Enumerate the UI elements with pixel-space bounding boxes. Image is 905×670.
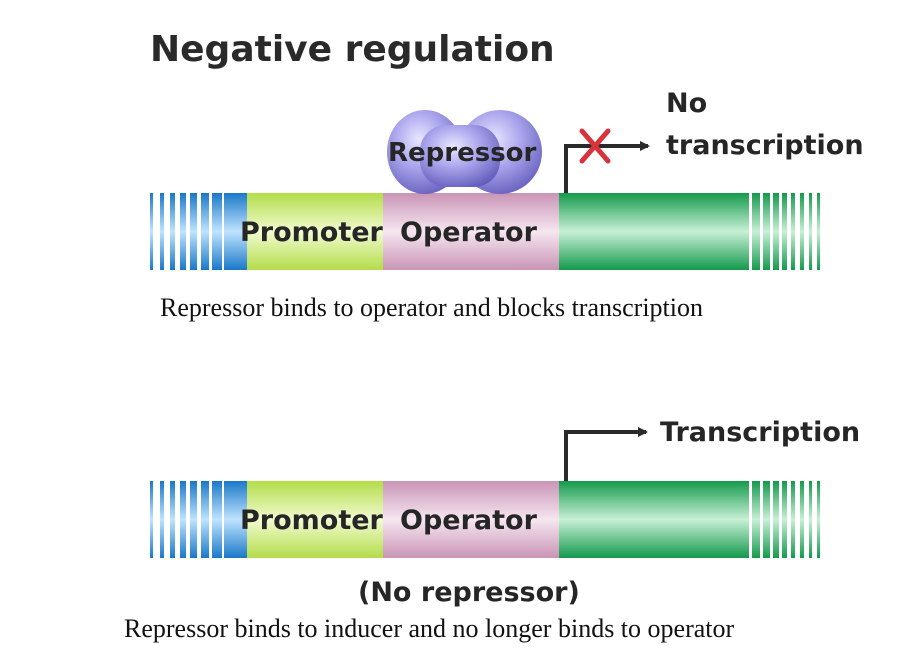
gene-segment (559, 193, 739, 270)
dna-left-stripes (150, 193, 247, 270)
promoter-segment (247, 193, 383, 270)
promoter-label: Promoter (240, 505, 384, 536)
page-title: Negative regulation (150, 29, 555, 70)
no-transcription-label: transcription (666, 130, 864, 161)
operator-segment (383, 193, 559, 270)
operator-segment (383, 481, 559, 558)
no-repressor-note: (No repressor) (358, 577, 580, 608)
promoter-label: Promoter (240, 217, 384, 248)
blocked-transcription-arrow (564, 141, 650, 193)
repressor-protein: Repressor (387, 110, 542, 194)
caption-panel-1: Repressor binds to operator and blocks t… (160, 293, 703, 322)
repressor-label: Repressor (388, 138, 537, 168)
panel-no-repressor: Promoter Operator Transcription (No repr… (124, 417, 860, 643)
dna-left-stripes (150, 481, 247, 558)
dna-right-stripes (739, 481, 820, 558)
gene-segment (559, 481, 739, 558)
operator-label: Operator (400, 505, 538, 536)
no-label: No (666, 88, 707, 119)
promoter-segment (247, 481, 383, 558)
transcription-arrow (564, 427, 648, 481)
panel-repressor-bound: Promoter Operator Repressor No transcrip… (150, 88, 864, 322)
block-x-icon (579, 128, 611, 164)
caption-panel-2: Repressor binds to inducer and no longer… (124, 614, 734, 643)
dna-right-stripes (739, 193, 820, 270)
transcription-label: Transcription (660, 417, 860, 448)
operator-label: Operator (400, 217, 538, 248)
